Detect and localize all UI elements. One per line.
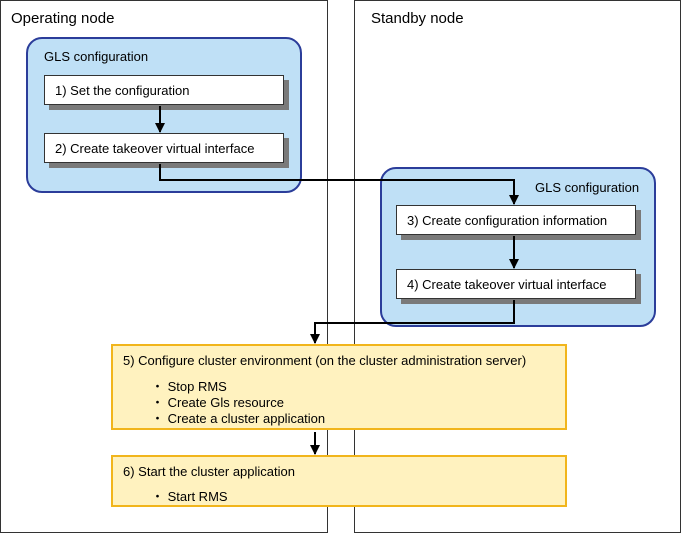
cluster-environment-box: 5) Configure cluster environment (on the… (111, 344, 567, 430)
step-create-takeover-virtual-interface-operating: 2) Create takeover virtual interface (44, 133, 284, 163)
step-create-configuration-information: 3) Create configuration information (396, 205, 636, 235)
start-cluster-application-box: 6) Start the cluster application ・ Start… (111, 455, 567, 507)
operating-gls-group: GLS configuration (26, 37, 302, 193)
cluster-item-create-gls-resource: ・ Create Gls resource (151, 395, 284, 410)
start-cluster-application-title: 6) Start the cluster application (123, 464, 295, 479)
standby-node-title: Standby node (371, 10, 464, 27)
cluster-item-stop-rms: ・ Stop RMS (151, 379, 227, 394)
cluster-environment-title: 5) Configure cluster environment (on the… (123, 353, 527, 368)
standby-gls-title: GLS configuration (535, 180, 640, 195)
operating-gls-title: GLS configuration (44, 49, 149, 64)
cluster-item-create-cluster-application: ・ Create a cluster application (151, 411, 326, 426)
arrow-step4-to-step5 (310, 300, 515, 344)
arrow-step2-to-step3 (159, 164, 519, 205)
step-create-takeover-virtual-interface-standby: 4) Create takeover virtual interface (396, 269, 636, 299)
step-set-configuration: 1) Set the configuration (44, 75, 284, 105)
operating-node-title: Operating node (11, 10, 115, 27)
standby-gls-group: GLS configuration (380, 167, 656, 327)
start-item-start-rms: ・ Start RMS (151, 489, 228, 504)
